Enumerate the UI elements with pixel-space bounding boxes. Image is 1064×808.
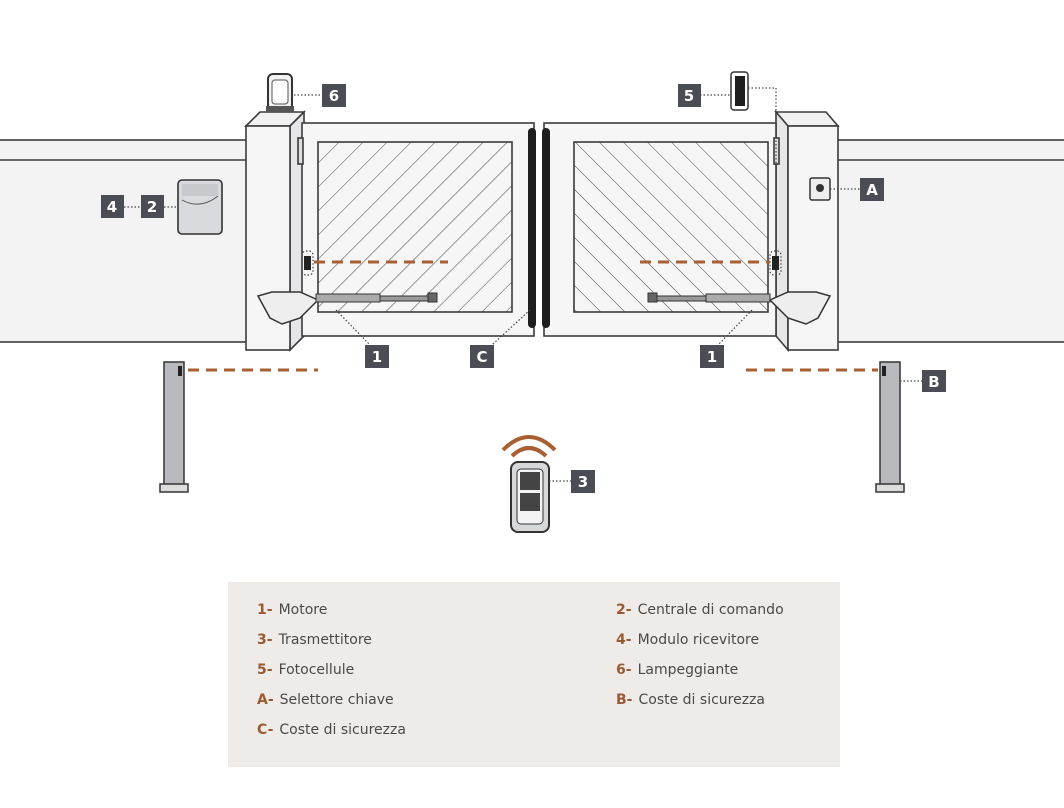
post-right: [875, 361, 905, 493]
legend-label: Selettore chiave: [279, 692, 394, 708]
legend-label: Modulo ricevitore: [637, 632, 760, 648]
remote-signal-icon: [501, 435, 557, 458]
legend-item: B- Coste di sicurezza: [616, 692, 765, 708]
legend-label: Centrale di comando: [637, 602, 784, 618]
photocell-top: [730, 71, 749, 111]
legend-label: Motore: [278, 602, 328, 618]
legend-key: 5-: [257, 662, 273, 678]
wall-left: [0, 139, 251, 343]
svg-text:1: 1: [707, 348, 717, 366]
motor-left: [256, 291, 438, 325]
legend-label: Fotocellule: [278, 662, 355, 678]
legend-key: 1-: [257, 602, 273, 618]
callout-C: C: [470, 345, 494, 368]
legend-key: A-: [257, 692, 274, 708]
legend-item: 3- Trasmettitore: [257, 632, 372, 648]
callout-2: 2: [141, 195, 164, 218]
legend-key: C-: [257, 722, 274, 738]
photocell-right: [769, 250, 782, 276]
svg-text:C: C: [476, 348, 487, 366]
post-left: [159, 361, 189, 493]
callout-4: 4: [101, 195, 124, 218]
legend-label: Coste di sicurezza: [638, 692, 765, 708]
legend-label: Coste di sicurezza: [279, 722, 406, 738]
callout-1-left: 1: [365, 345, 389, 368]
callout-3: 3: [571, 470, 595, 493]
svg-text:6: 6: [329, 87, 339, 105]
gate-leaf-right: [543, 122, 780, 337]
callout-A: A: [860, 178, 884, 201]
flasher-lamp: [266, 73, 294, 112]
callout-B: B: [922, 370, 946, 392]
legend-label: Lampeggiante: [637, 662, 739, 678]
legend-item: 5- Fotocellule: [257, 662, 354, 678]
legend-key: 4-: [616, 632, 632, 648]
legend-item: A- Selettore chiave: [257, 692, 394, 708]
legend-key: 2-: [616, 602, 632, 618]
legend-key: 6-: [616, 662, 632, 678]
key-selector: [809, 177, 831, 201]
legend-item: 1- Motore: [257, 602, 327, 618]
legend-item: 4- Modulo ricevitore: [616, 632, 759, 648]
remote-transmitter: [510, 461, 550, 533]
callout-6: 6: [322, 84, 346, 107]
svg-text:1: 1: [372, 348, 382, 366]
svg-text:A: A: [866, 181, 878, 199]
legend-item: C- Coste di sicurezza: [257, 722, 406, 738]
legend-label: Trasmettitore: [278, 632, 372, 648]
motor-right: [647, 291, 832, 325]
svg-text:3: 3: [578, 473, 588, 491]
control-unit-box: [177, 179, 223, 235]
legend-item: 6- Lampeggiante: [616, 662, 738, 678]
callout-1-right: 1: [700, 345, 724, 368]
legend-key: 3-: [257, 632, 273, 648]
photocell-left: [301, 250, 314, 276]
callout-5: 5: [678, 84, 701, 107]
legend-item: 2- Centrale di comando: [616, 602, 784, 618]
svg-text:5: 5: [684, 87, 694, 105]
svg-text:4: 4: [107, 198, 117, 216]
legend-key: B-: [616, 692, 633, 708]
wall-right: [833, 139, 1064, 343]
safety-edges-center: [528, 128, 550, 328]
legend-panel: 1- Motore 2- Centrale di comando 3- Trasmet…: [228, 582, 840, 767]
svg-text:2: 2: [147, 198, 157, 216]
gate-leaf-left: [297, 122, 535, 337]
svg-text:B: B: [928, 373, 939, 391]
